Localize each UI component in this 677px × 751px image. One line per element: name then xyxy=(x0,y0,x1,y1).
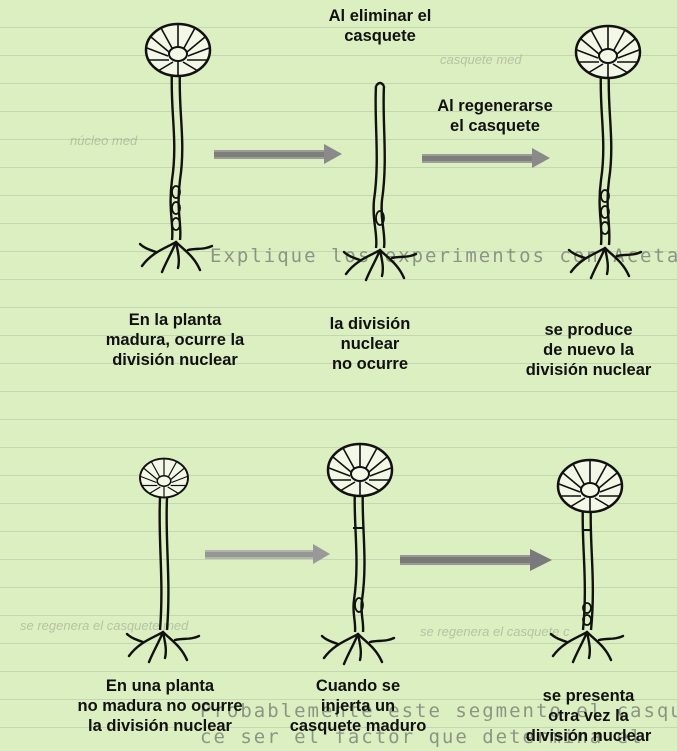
caption-line: división nuclear xyxy=(500,726,677,746)
caption-line: se presenta xyxy=(500,686,677,706)
arrow-bottom-1 xyxy=(205,544,330,564)
note-regenerate-cap: Al regenerarse el casquete xyxy=(415,96,575,136)
caption-line: no madura no ocurre xyxy=(45,696,275,716)
caption-division-returns: se presenta otra vez la división nuclear xyxy=(500,686,677,746)
plant-grafted-cap xyxy=(322,444,394,664)
plant-regenerated-dividing xyxy=(569,26,641,278)
caption-line: se produce xyxy=(500,320,677,340)
note-remove-cap: Al eliminar el casquete xyxy=(300,6,460,46)
arrow-top-2 xyxy=(422,148,550,168)
caption-line: de nuevo la xyxy=(500,340,677,360)
plant-cap-removed xyxy=(344,83,416,280)
caption-line: división nuclear xyxy=(500,360,677,380)
caption-no-division: la división nuclear no ocurre xyxy=(290,314,450,374)
caption-line: división nuclear xyxy=(70,350,280,370)
caption-line: no ocurre xyxy=(290,354,450,374)
caption-line: nuclear xyxy=(290,334,450,354)
plant-dividing-again xyxy=(551,460,623,662)
caption-line: En una planta xyxy=(45,676,275,696)
arrow-bottom-2 xyxy=(400,549,552,571)
caption-line: En la planta xyxy=(70,310,280,330)
note-line: casquete xyxy=(300,26,460,46)
caption-division-again: se produce de nuevo la división nuclear xyxy=(500,320,677,380)
caption-grafted-cap: Cuando se injerta un casquete maduro xyxy=(268,676,448,736)
caption-immature-plant: En una planta no madura no ocurre la div… xyxy=(45,676,275,736)
note-line: Al regenerarse xyxy=(415,96,575,116)
caption-line: Cuando se xyxy=(268,676,448,696)
caption-line: injerta un xyxy=(268,696,448,716)
note-line: el casquete xyxy=(415,116,575,136)
plant-mature-dividing xyxy=(140,24,212,272)
caption-line: casquete maduro xyxy=(268,716,448,736)
arrow-top-1 xyxy=(214,144,342,164)
plant-immature xyxy=(127,459,199,663)
caption-line: madura, ocurre la xyxy=(70,330,280,350)
note-line: Al eliminar el xyxy=(300,6,460,26)
caption-mature-plant: En la planta madura, ocurre la división … xyxy=(70,310,280,370)
caption-line: la división nuclear xyxy=(45,716,275,736)
caption-line: otra vez la xyxy=(500,706,677,726)
caption-line: la división xyxy=(290,314,450,334)
